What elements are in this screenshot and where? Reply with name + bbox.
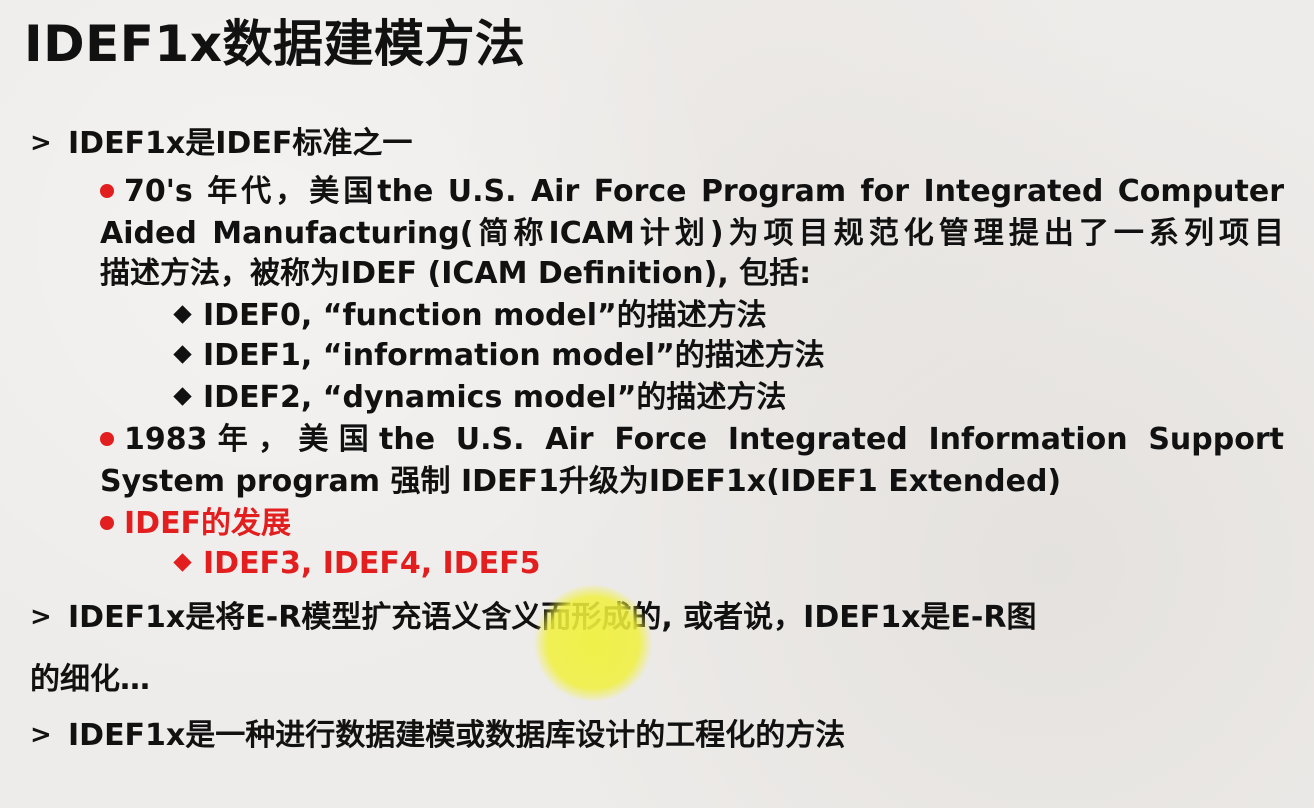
bullet-continuation: 的细化… xyxy=(30,660,150,700)
sub-bullet-text: Aided Manufacturing(简称ICAM计划)为项目规范化管理提出了… xyxy=(100,216,1284,251)
sub-bullet-item: 70's 年代，美国the U.S. Air Force Program for… xyxy=(100,172,1284,212)
arrowhead-bullet-icon: > xyxy=(30,128,52,158)
diamond-bullet-icon xyxy=(173,305,192,324)
bullet-text: 的细化… xyxy=(30,662,150,697)
sub-bullet-continuation: Aided Manufacturing(简称ICAM计划)为项目规范化管理提出了… xyxy=(100,214,1284,254)
diamond-bullet-item: IDEF3, IDEF4, IDEF5 xyxy=(172,544,540,584)
diamond-bullet-text: IDEF1, “information model”的描述方法 xyxy=(203,338,825,373)
diamond-bullet-text: IDEF3, IDEF4, IDEF5 xyxy=(203,546,541,581)
sub-bullet-text: IDEF的发展 xyxy=(124,506,292,541)
sub-bullet-continuation: 描述方法，被称为IDEF (ICAM Definition), 包括: xyxy=(100,254,811,294)
diamond-bullet-text: IDEF0, “function model”的描述方法 xyxy=(203,298,767,333)
diamond-bullet-icon xyxy=(173,553,192,572)
sub-bullet-text: 描述方法，被称为IDEF (ICAM Definition), 包括: xyxy=(100,256,812,291)
sub-bullet-text: 1983年，美国the U.S. Air Force Integrated In… xyxy=(124,422,1284,457)
sub-bullet-text: System program 强制 IDEF1升级为IDEF1x(IDEF1 E… xyxy=(100,464,1062,499)
diamond-bullet-item: IDEF0, “function model”的描述方法 xyxy=(172,296,767,336)
red-dot-bullet-icon xyxy=(100,516,114,530)
diamond-bullet-item: IDEF1, “information model”的描述方法 xyxy=(172,336,825,376)
bullet-text: IDEF1x是一种进行数据建模或数据库设计的工程化的方法 xyxy=(68,718,846,753)
sub-bullet-item: IDEF的发展 xyxy=(100,504,291,544)
sub-bullet-continuation: System program 强制 IDEF1升级为IDEF1x(IDEF1 E… xyxy=(100,462,1061,502)
diamond-bullet-item: IDEF2, “dynamics model”的描述方法 xyxy=(172,378,786,418)
red-dot-bullet-icon xyxy=(100,184,114,198)
bullet-item: > IDEF1x是将E-R模型扩充语义含义而形成的, 或者说，IDEF1x是E-R… xyxy=(30,598,1036,639)
diamond-bullet-text: IDEF2, “dynamics model”的描述方法 xyxy=(203,380,787,415)
diamond-bullet-icon xyxy=(173,387,192,406)
arrowhead-bullet-icon: > xyxy=(30,720,52,750)
bullet-item: > IDEF1x是IDEF标准之一 xyxy=(30,124,412,165)
sub-bullet-text: 70's 年代，美国the U.S. Air Force Program for… xyxy=(124,174,1284,209)
bullet-text: IDEF1x是IDEF标准之一 xyxy=(68,126,413,161)
bullet-text: IDEF1x是将E-R模型扩充语义含义而形成的, 或者说，IDEF1x是E-R图 xyxy=(68,600,1037,635)
diamond-bullet-icon xyxy=(173,345,192,364)
sub-bullet-item: 1983年，美国the U.S. Air Force Integrated In… xyxy=(100,420,1284,460)
bullet-item: > IDEF1x是一种进行数据建模或数据库设计的工程化的方法 xyxy=(30,716,845,757)
arrowhead-bullet-icon: > xyxy=(30,602,52,632)
red-dot-bullet-icon xyxy=(100,432,114,446)
slide-title: IDEF1x数据建模方法 xyxy=(24,15,526,73)
